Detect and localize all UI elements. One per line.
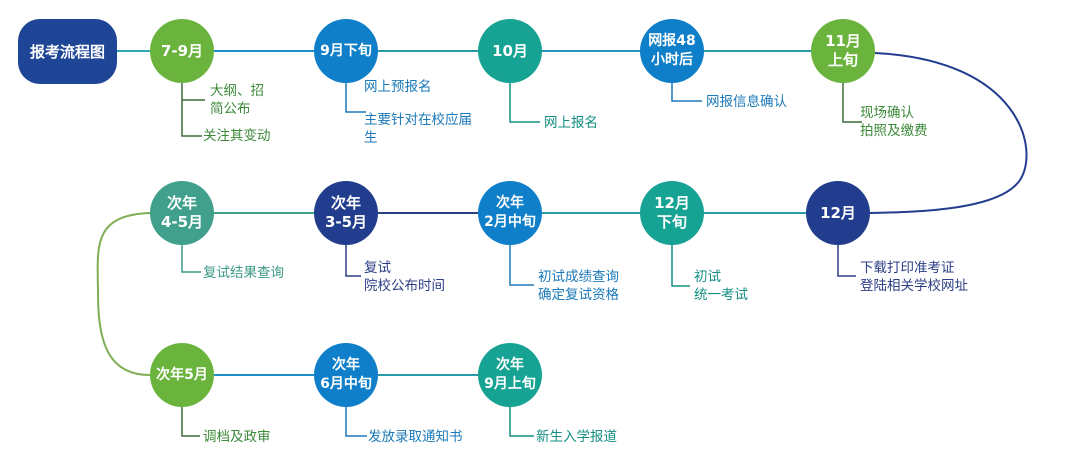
note-retest-schedule: 复试 院校公布时间 <box>364 260 445 294</box>
node-dec: 12月 <box>806 181 870 245</box>
note-syllabus: 大纲、招 简公布 <box>210 83 264 117</box>
node-jul-sep: 7-9月 <box>150 19 214 83</box>
note-online-registration: 网上报名 <box>544 115 598 131</box>
node-early-sep-next: 次年 9月上旬 <box>478 343 542 407</box>
note-enrollment: 新生入学报道 <box>536 429 617 445</box>
note-initial-exam: 初试 统一考试 <box>694 269 748 303</box>
note-pre-registration: 网上预报名 <box>364 79 432 95</box>
node-late-sep: 9月下旬 <box>314 19 378 83</box>
node-early-nov: 11月 上旬 <box>811 19 875 83</box>
note-retest-result: 复试结果查询 <box>203 265 284 281</box>
note-watch-changes: 关注其变动 <box>203 128 271 144</box>
note-fresh-graduates: 主要针对在校应届 生 <box>364 112 472 146</box>
note-info-confirm: 网报信息确认 <box>706 94 787 110</box>
node-mid-jun: 次年 6月中旬 <box>314 343 378 407</box>
note-file-review: 调档及政审 <box>203 429 271 445</box>
node-mar-may: 次年 3-5月 <box>314 181 378 245</box>
flowchart-title: 报考流程图 <box>18 19 117 84</box>
node-oct: 10月 <box>478 19 542 83</box>
note-onsite-confirm: 现场确认 拍照及缴费 <box>860 105 928 139</box>
node-apr-may: 次年 4-5月 <box>150 181 214 245</box>
note-score-query: 初试成绩查询 确定复试资格 <box>538 269 619 303</box>
node-late-dec: 12月 下旬 <box>640 181 704 245</box>
node-may-next: 次年5月 <box>150 343 214 407</box>
node-mid-feb: 次年 2月中旬 <box>478 181 542 245</box>
note-admission-letter: 发放录取通知书 <box>368 429 463 445</box>
node-48h-after: 网报48 小时后 <box>640 19 704 83</box>
note-admission-ticket: 下载打印准考证 登陆相关学校网址 <box>860 260 968 294</box>
